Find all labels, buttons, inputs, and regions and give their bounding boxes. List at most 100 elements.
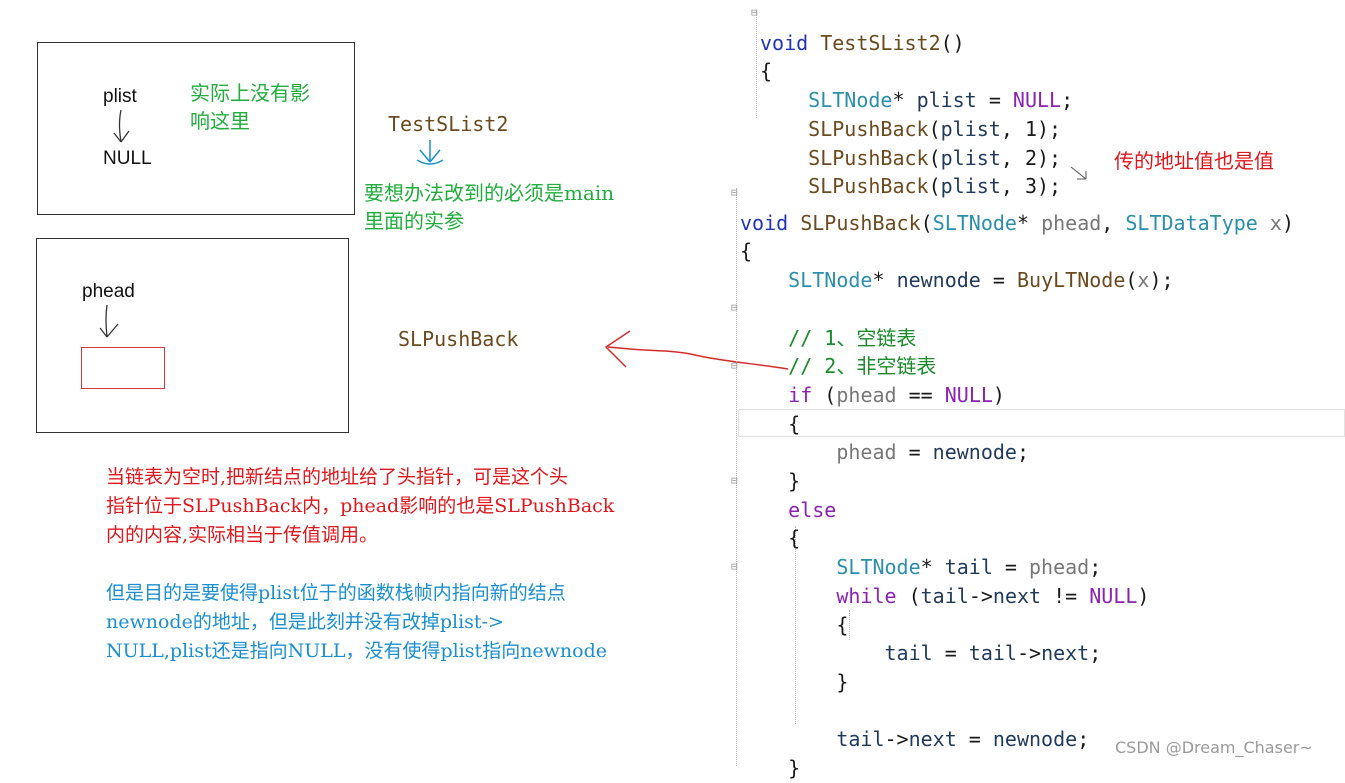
c1-null: NULL [1012, 88, 1062, 113]
c2-n-eq: = [980, 268, 1017, 293]
c2-param-phead: phead [1041, 210, 1102, 235]
c2-tn-var: tail [836, 727, 885, 752]
c2-tt-end: ; [1089, 641, 1102, 666]
code2-indent-guide-1 [795, 526, 796, 724]
c2-w-close: ) [1137, 583, 1150, 608]
testslist2-label: TestSList2 [388, 112, 509, 136]
c1-eq: = [976, 88, 1013, 113]
c2-else: else [788, 497, 837, 522]
kw-void: void [760, 30, 809, 55]
fn-testslist2: TestSList2 [820, 30, 941, 55]
c2-if: if [788, 382, 813, 407]
code2-fold-marker-4: ⊟ [731, 474, 738, 487]
c2-tt-eq: = [932, 641, 969, 666]
down-arrow-icon [416, 140, 444, 165]
c1-semi: ; [1061, 88, 1074, 113]
code2-fold-marker-2: ⊟ [731, 301, 738, 314]
c2-t-param: phead [1029, 555, 1090, 580]
c2-a-param: phead [836, 440, 897, 465]
c2-comment-1: // 1、空链表 [788, 325, 917, 350]
c2-tn-new: newnode [992, 727, 1078, 752]
c1-call3-arg: plist [940, 174, 1001, 199]
c2-w-arrow: -> [968, 583, 993, 608]
c2-n-fn: BuyLTNode [1016, 268, 1126, 293]
c1-call1-fn: SLPushBack [808, 116, 929, 141]
csdn-watermark: CSDN @Dream_Chaser~ [1115, 738, 1313, 757]
phead-label: phead [82, 281, 135, 302]
c2-a-eq: = [896, 440, 933, 465]
phead-arrow-icon [99, 304, 119, 338]
c2-t-star: * [920, 555, 945, 580]
c2-tn-arrow: -> [884, 727, 909, 752]
c2-a-var: newnode [932, 440, 1017, 465]
plist-label: plist [103, 86, 137, 107]
c2-t-type: SLTNode [836, 555, 921, 580]
small-pointer-icon [1070, 166, 1087, 180]
c2-n-type: SLTNode [788, 268, 873, 293]
c2-b3-open: { [836, 612, 849, 637]
no-effect-note: 实际上没有影 响这里 [190, 81, 310, 133]
c2-t-var: tail [944, 555, 993, 580]
c2-b2-close: } [788, 756, 801, 781]
c1-call1-arg: plist [940, 116, 1001, 141]
c1-l1-rest: () [940, 30, 965, 55]
c2-if-null: NULL [944, 382, 993, 407]
c1-call2-open: ( [928, 145, 941, 170]
c2-b1-close: } [788, 469, 801, 494]
new-node-box [81, 347, 165, 389]
c2-close: ) [1281, 210, 1294, 235]
c2-w-null: NULL [1089, 583, 1138, 608]
address-value-title: 传的地址值也是值 [1114, 149, 1274, 173]
c2-if-close: ) [992, 382, 1005, 407]
c2-n-param: x [1137, 268, 1150, 293]
c1-call3-open: ( [928, 174, 941, 199]
c2-comment-2: // 2、非空链表 [788, 354, 937, 379]
c2-fn-name: SLPushBack [800, 210, 921, 235]
c2-open: ( [920, 210, 933, 235]
c2-brace-open: { [740, 239, 753, 264]
c1-call3-rest: , 3); [1000, 174, 1062, 199]
c2-t-end: ; [1089, 555, 1102, 580]
c2-kw-void: void [740, 210, 789, 235]
change-main-note: 要想办法改到的必须是main 里面的实参 [364, 181, 615, 233]
c2-tt-next: next [1041, 641, 1090, 666]
c1-call1-rest: , 1); [1000, 116, 1062, 141]
c2-while: while [836, 583, 897, 608]
code1-gutter [756, 10, 757, 118]
c2-tt-var2: tail [968, 641, 1017, 666]
c1-call2-rest: , 2); [1000, 145, 1062, 170]
c2-tn-end: ; [1077, 727, 1090, 752]
c2-tn-next: next [908, 727, 957, 752]
c2-if-open: ( [812, 382, 837, 407]
code2-fold-marker-5: ⊟ [731, 560, 738, 573]
c1-call2-arg: plist [940, 145, 1001, 170]
c2-w-op: != [1041, 583, 1090, 608]
code2-gutter [736, 188, 737, 766]
c2-w-var: tail [920, 583, 969, 608]
c2-a-end: ; [1016, 440, 1030, 465]
c1-type: SLTNode [808, 88, 893, 113]
c2-n-open: ( [1125, 268, 1138, 293]
code2-fold-marker-3: ⊟ [731, 359, 738, 372]
c1-plist-decl: plist [916, 88, 977, 113]
c2-param-x: x [1269, 210, 1282, 235]
c2-type2: SLTDataType [1125, 210, 1258, 235]
c1-star: * [892, 88, 917, 113]
c2-if-param: phead [836, 382, 897, 407]
c1-call3-fn: SLPushBack [808, 174, 929, 199]
code-block-testslist2: void TestSList2() { SLTNode* plist = NUL… [760, 0, 1073, 201]
c2-w-open: ( [896, 583, 921, 608]
slpushback-label: SLPushBack [398, 327, 519, 351]
c2-b2-open: { [788, 526, 801, 551]
plist-frame-box [37, 42, 355, 215]
goal-explanation: 但是目的是要使得plist位于的函数栈帧内指向新的结点 newnode的地址，但… [106, 582, 608, 662]
null-label: NULL [103, 148, 152, 169]
c2-n-close: ); [1149, 268, 1174, 293]
c1-brace: { [760, 59, 773, 84]
c2-b3-close: } [836, 669, 849, 694]
code2-indent-guide-2 [849, 610, 850, 640]
c2-tt-arrow: -> [1016, 641, 1042, 666]
c2-n-var: newnode [896, 268, 981, 293]
code-block-slpushback: void SLPushBack(SLTNode* phead, SLTDataT… [740, 180, 1294, 783]
red-curve-arrow-icon [604, 330, 789, 370]
